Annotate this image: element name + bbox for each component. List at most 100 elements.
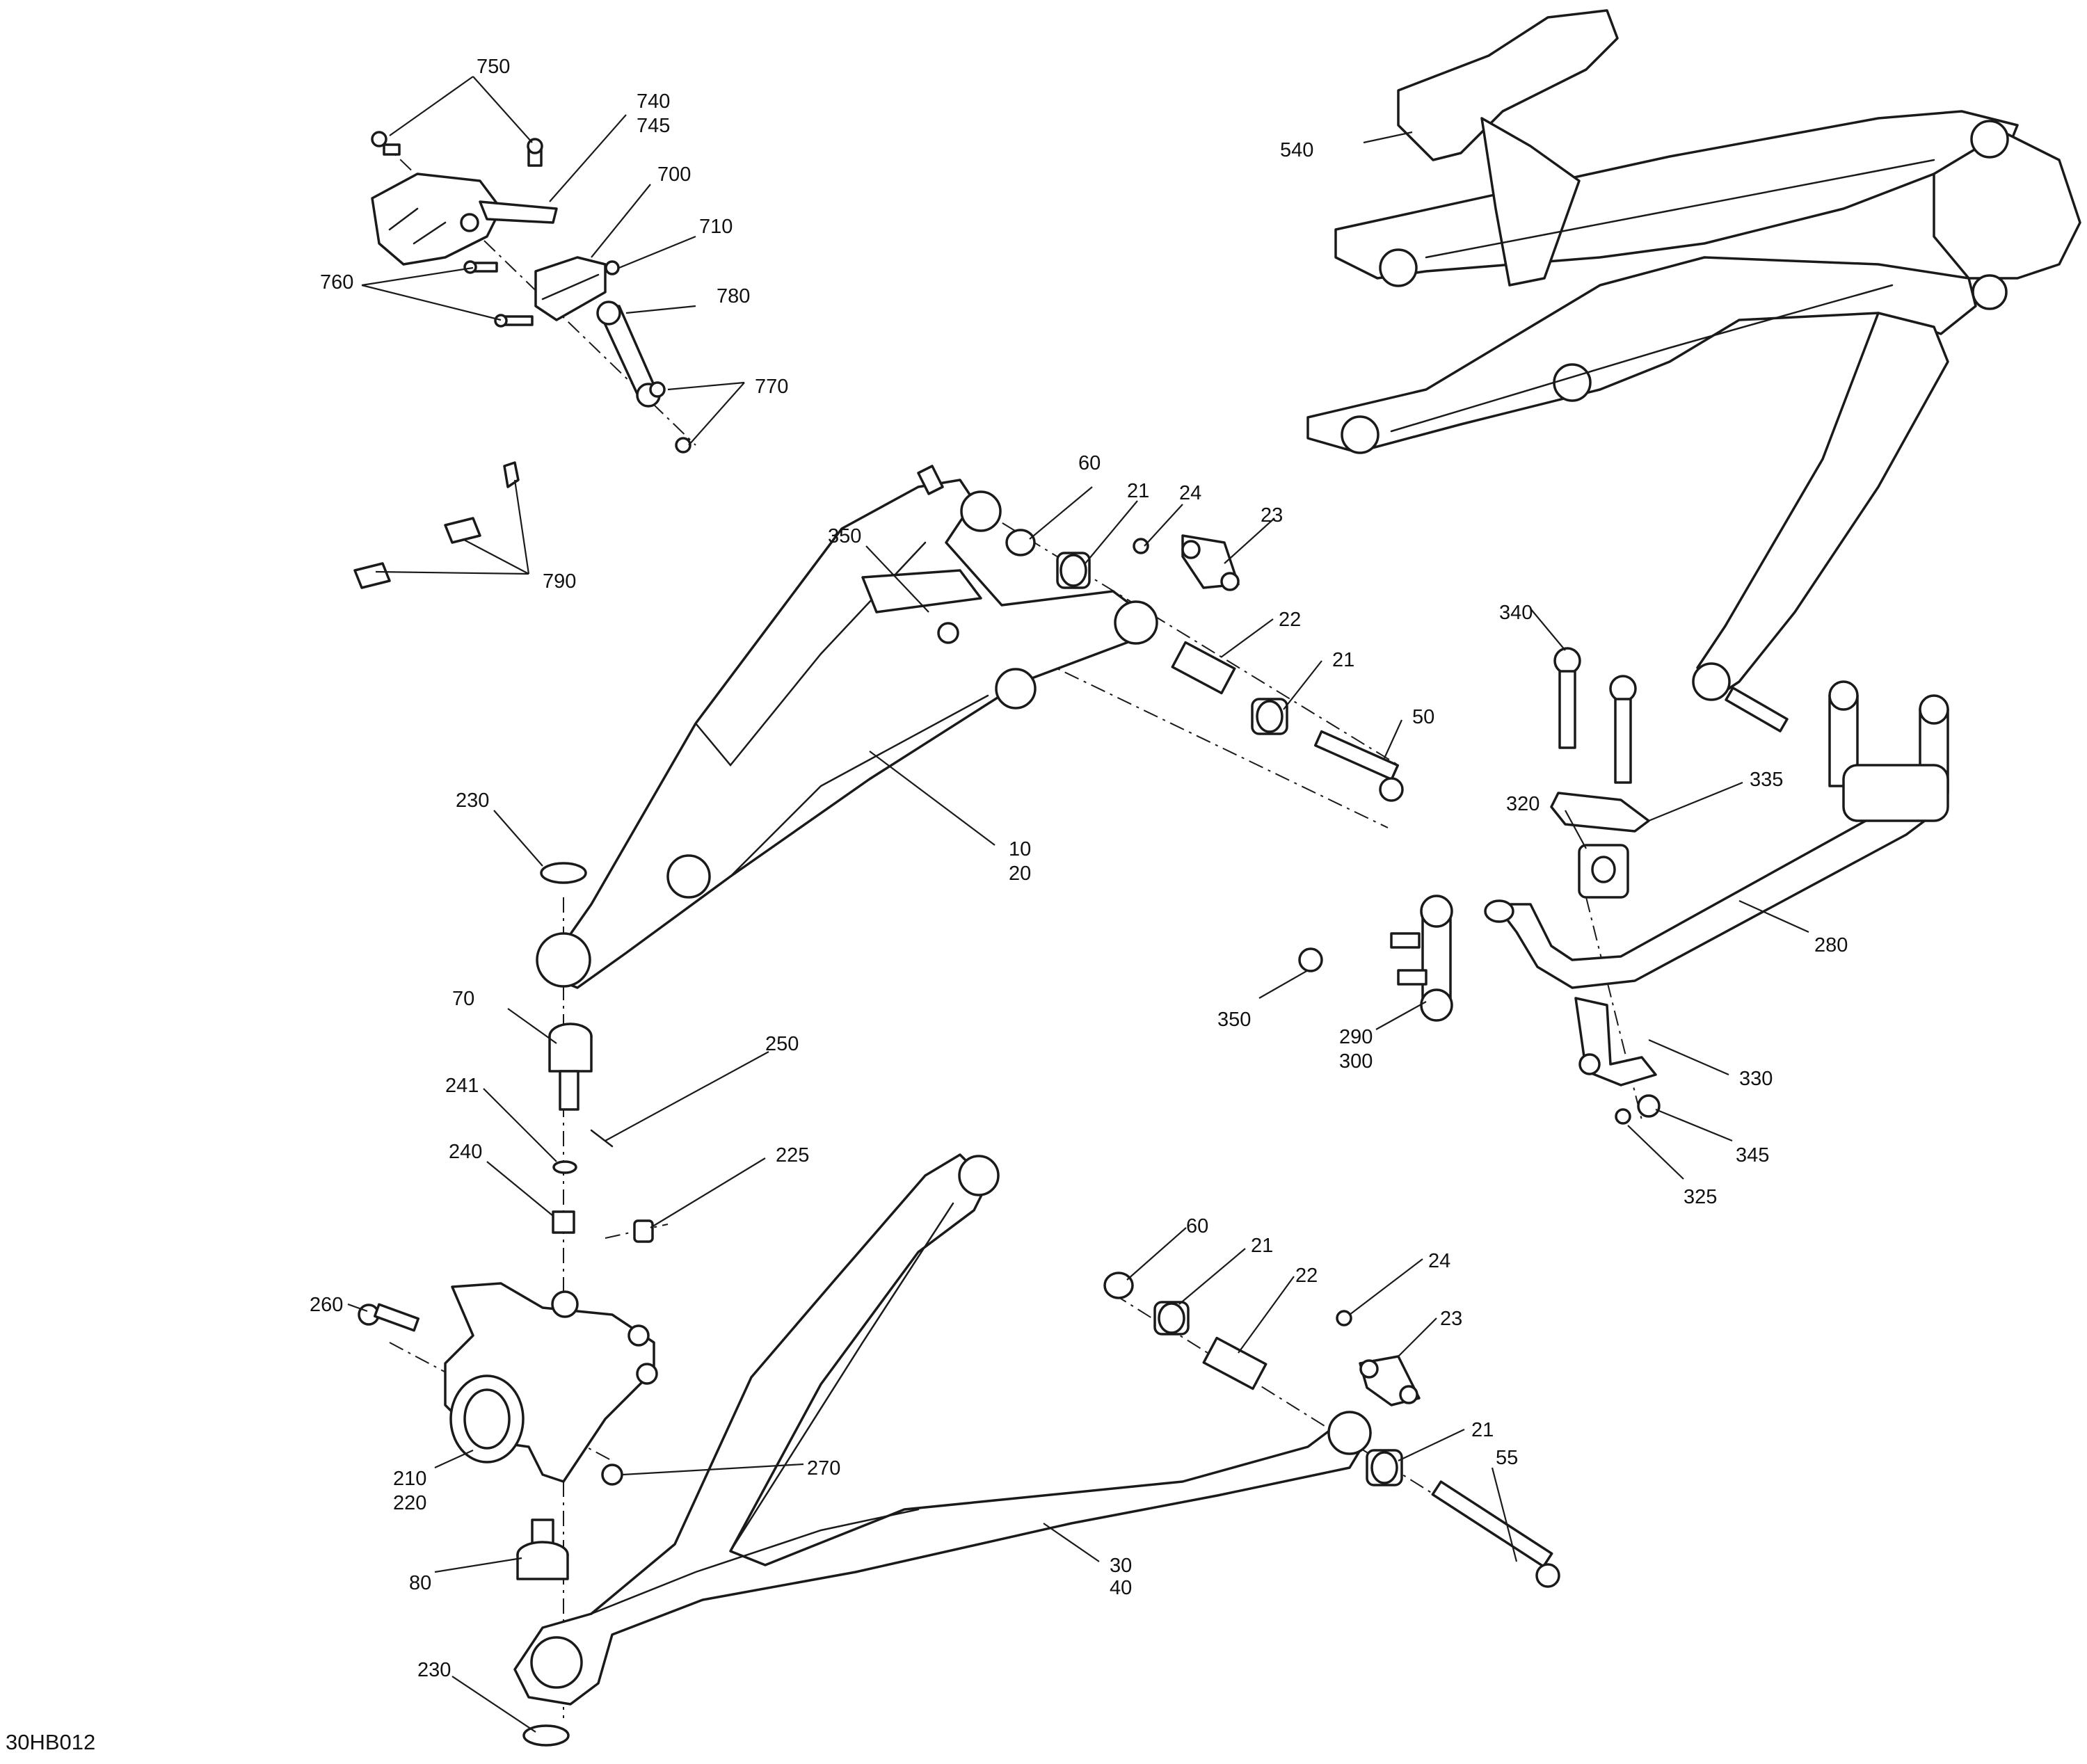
callout-335: 335 [1750,769,1783,791]
callout-241: 241 [445,1075,479,1097]
grease-fitting-325 [1615,1108,1631,1125]
steering-knuckle [444,1282,658,1483]
sway-bar-bushing-320 [1578,844,1629,899]
bushing-21-upper-rear [1251,698,1288,735]
sway-bar-link-290 [1390,895,1453,1022]
callout-540: 540 [1280,139,1313,161]
callout-250: 250 [765,1033,799,1055]
nut-240 [552,1210,575,1234]
grease-fitting-24-lower [1336,1310,1352,1326]
callout-40: 40 [1110,1577,1132,1599]
callout-700: 700 [657,163,691,186]
callout-60-lower: 60 [1186,1215,1208,1237]
sleeve-22-upper [1171,641,1236,695]
callout-300: 300 [1339,1050,1373,1073]
callout-320: 320 [1506,793,1540,815]
callout-70: 70 [452,988,474,1010]
bolt-50 [1313,730,1404,802]
callout-22-upper: 22 [1279,609,1301,631]
callout-30: 30 [1110,1555,1132,1577]
callout-710: 710 [699,216,733,238]
circlip-230-upper [540,862,587,884]
callout-325: 325 [1684,1186,1717,1208]
callout-220: 220 [393,1492,426,1514]
screw-760-lower [494,314,534,328]
callout-labels: 750 740 745 700 710 760 780 770 790 60 2… [310,56,1848,1681]
ball-joint-70 [548,1023,593,1111]
callout-270: 270 [807,1457,840,1480]
circlip-230-lower [522,1724,570,1747]
bushing-21-upper-front [1056,552,1091,589]
clips-790 [353,461,520,589]
callout-21-lower-b: 21 [1471,1419,1494,1441]
callout-21-upper-a: 21 [1127,480,1149,502]
callout-210: 210 [393,1468,426,1490]
callout-260: 260 [310,1294,343,1316]
nut-345 [1637,1094,1661,1118]
bolt-260 [358,1303,420,1332]
callout-745: 745 [637,115,670,137]
callout-22-lower: 22 [1295,1265,1318,1287]
washer-241 [552,1160,577,1174]
callout-20: 20 [1009,863,1031,885]
callout-340: 340 [1499,602,1533,624]
callout-780: 780 [717,285,750,307]
nut-350-swaybar [1298,947,1323,972]
callout-55: 55 [1496,1447,1518,1469]
callout-240: 240 [449,1141,482,1163]
callout-230-lower: 230 [417,1659,451,1681]
bolt-750-left [371,131,401,156]
nut-770-a [649,381,666,398]
callout-740: 740 [637,90,670,113]
callout-23-lower: 23 [1440,1308,1462,1330]
bushing-60-upper [1005,529,1036,556]
bolt-340-b [1609,675,1637,784]
callout-10: 10 [1009,838,1031,860]
callout-24-upper: 24 [1179,482,1201,504]
callout-330: 330 [1739,1068,1773,1090]
callout-345: 345 [1736,1144,1769,1166]
callout-21-upper-b: 21 [1332,649,1354,671]
cotter-pin-250 [590,1129,614,1148]
callout-60-upper: 60 [1078,452,1101,474]
callout-770: 770 [755,376,788,398]
callout-790: 790 [543,570,576,593]
callout-80: 80 [409,1572,431,1594]
bracket-23-upper [1181,534,1240,591]
leader-lines [347,76,1809,1733]
ball-joint-80 [516,1518,569,1580]
callout-21-lower-a: 21 [1251,1235,1273,1257]
nut-710 [605,260,620,275]
callout-350-upper: 350 [828,525,861,547]
figure-id: 30HB012 [6,1730,95,1754]
bushing-21-lower-front [1153,1301,1190,1336]
bolt-340-a [1553,647,1581,749]
nut-770-b [675,437,691,454]
assembled-suspension [1306,9,2081,732]
callout-23-upper: 23 [1261,504,1283,527]
bolt-55 [1431,1480,1560,1588]
screw-760-upper [463,260,498,274]
sway-bar-links-assembled [1828,680,1949,822]
callout-750: 750 [477,56,510,78]
sway-bar [1484,799,1935,989]
callout-24-lower: 24 [1428,1250,1450,1272]
plate-335 [1550,792,1650,833]
upper-a-arm [536,465,1158,989]
bolt-750-right [527,138,543,167]
callout-350-swaybar: 350 [1217,1009,1251,1031]
callout-280: 280 [1814,934,1848,956]
grease-fitting-24-upper [1133,538,1149,554]
lower-a-arm [513,1153,1372,1706]
height-sensor-bracket [371,173,558,266]
callout-50: 50 [1412,706,1434,728]
nut-270 [601,1464,623,1486]
callout-225: 225 [776,1144,809,1166]
callout-230-upper: 230 [456,789,489,812]
sleeve-22-lower [1202,1336,1268,1390]
nut-330-bottom [1578,1053,1601,1075]
callout-290: 290 [1339,1026,1373,1048]
bushing-21-lower-rear [1366,1449,1403,1486]
insert-225 [633,1219,654,1243]
